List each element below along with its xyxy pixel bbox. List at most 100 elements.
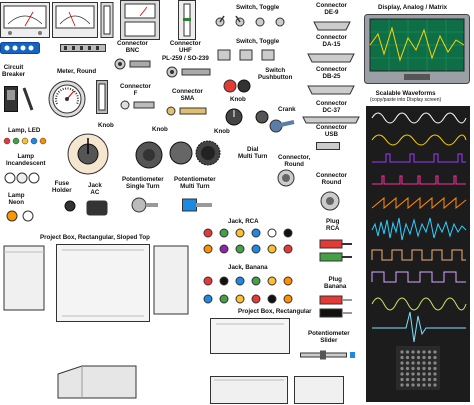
matrix-dot [433, 377, 437, 382]
matrix-dot [411, 383, 415, 387]
knob-dial-large[interactable] [66, 132, 110, 176]
connector-sma-label: Connector SMA [172, 88, 203, 103]
knob-1[interactable] [224, 106, 284, 128]
connector-f-label: Connector F [120, 83, 151, 98]
connector-round-2 [320, 191, 340, 211]
matrix-dot [427, 377, 432, 382]
fuse-holder-label: Fuse Holder [52, 180, 72, 195]
project-box-sloped-3d [57, 365, 137, 399]
crank[interactable] [268, 116, 298, 136]
circuit-breaker-strip [0, 42, 40, 54]
lamp-led-row [3, 137, 47, 145]
matrix-dot [405, 350, 410, 354]
matrix-dot [416, 372, 421, 376]
switch-toggle-label-2: Switch, Toggle [236, 38, 280, 45]
matrix-dot [411, 361, 415, 365]
matrix-dot [427, 366, 432, 371]
circuit-breaker-label: Circuit Breaker [2, 64, 26, 79]
waveform-sawtooth-orange [371, 196, 467, 210]
pot-multi [182, 198, 212, 212]
project-box-rect-2 [210, 376, 288, 404]
matrix-dot [427, 361, 432, 365]
pot-slider-label: Potentiometer Slider [308, 330, 350, 345]
switch-pushbutton[interactable] [222, 76, 252, 96]
breaker-lever [22, 87, 34, 111]
matrix-dot [400, 372, 404, 376]
connector-bnc [114, 58, 151, 70]
meter-round-label: Meter, Round [57, 68, 97, 75]
waveform-square-lavender [371, 271, 466, 283]
waveform-sine-white [371, 112, 467, 124]
matrix-dot [400, 361, 404, 365]
matrix-dot [427, 355, 432, 360]
matrix-dot [411, 350, 415, 354]
jack-rca-row-2 [203, 244, 293, 254]
connector-round-label-2: Connector Round [316, 172, 347, 187]
switch-toggle-2[interactable] [216, 48, 290, 62]
fuse-holder [64, 200, 76, 212]
matrix-dot [400, 366, 404, 371]
project-box-sloped-front [56, 244, 150, 322]
lamp-led-label: Lamp, LED [8, 127, 41, 134]
connector-db25-label: Connector DB-25 [316, 66, 347, 81]
connector-dc37-label: Connector DC-37 [316, 100, 347, 115]
knob-label-2: Knob [98, 122, 114, 129]
pot-multi-label: Potentiometer Multi Turn [174, 176, 216, 191]
matrix-dot [405, 383, 410, 387]
knob-2[interactable] [134, 140, 164, 170]
connector-f [120, 100, 155, 110]
pot-single-label: Potentiometer Single Turn [122, 176, 164, 191]
matrix-dot [422, 372, 426, 376]
knob-3[interactable] [168, 140, 194, 166]
project-box-rect-3 [294, 376, 344, 404]
pot-single [131, 197, 158, 213]
display-label: Display, Analog / Matrix [378, 4, 448, 11]
connector-sma [166, 106, 207, 116]
matrix-dot [416, 366, 421, 371]
switch-toggle-1[interactable] [212, 14, 292, 30]
matrix-dot [427, 350, 432, 354]
matrix-dot [416, 350, 421, 354]
project-box-rect-label: Project Box, Rectangular [238, 308, 312, 315]
matrix-dot [416, 361, 421, 365]
jack-rca-row-1 [203, 228, 293, 238]
vertical-slider-meter [178, 0, 196, 40]
lamp-incandescent-label: Lamp Incandescent [6, 153, 46, 168]
crank-label: Crank [278, 106, 296, 113]
waveform-sine-lime [371, 297, 467, 311]
matrix-dot [400, 350, 404, 354]
connector-da15-label: Connector DA-15 [316, 34, 347, 49]
matrix-dot [422, 355, 426, 360]
dial-label: Dial Multi Turn [238, 146, 268, 161]
matrix-dot [411, 355, 415, 360]
panel-meter-1 [0, 2, 50, 38]
matrix-dot [405, 366, 410, 371]
connector-da15 [307, 53, 355, 63]
jack-ac-label: Jack AC [88, 182, 102, 197]
scalable-waveforms-label: Scalable Waveforms (copy/paste into Disp… [370, 90, 442, 104]
knob-label-4: Knob [214, 128, 230, 135]
matrix-dot [433, 361, 437, 365]
connector-round [277, 169, 295, 187]
matrix-dot [411, 366, 415, 371]
scalable-waveforms-panel [366, 106, 470, 402]
jack-banana-label: Jack, Banana [228, 264, 268, 271]
vertical-meter [100, 2, 114, 38]
jack-rca-label: Jack, RCA [228, 218, 259, 225]
lamp-neon [6, 210, 34, 222]
connector-usb-label: Connector USB [316, 124, 347, 139]
circuit-breaker[interactable] [4, 86, 18, 112]
plug-banana [319, 295, 352, 318]
matrix-dot [427, 383, 432, 387]
knob-4[interactable] [194, 138, 222, 168]
meter-round [48, 80, 86, 118]
terminal-strip [60, 44, 106, 52]
matrix-dot [433, 383, 437, 387]
matrix-dot [427, 372, 432, 376]
knob-label-3: Knob [152, 126, 168, 133]
pot-slider[interactable] [300, 350, 356, 360]
matrix-dot [400, 377, 404, 382]
panel-meter-3 [120, 0, 160, 40]
matrix-dot [405, 355, 410, 360]
matrix-dot [433, 366, 437, 371]
